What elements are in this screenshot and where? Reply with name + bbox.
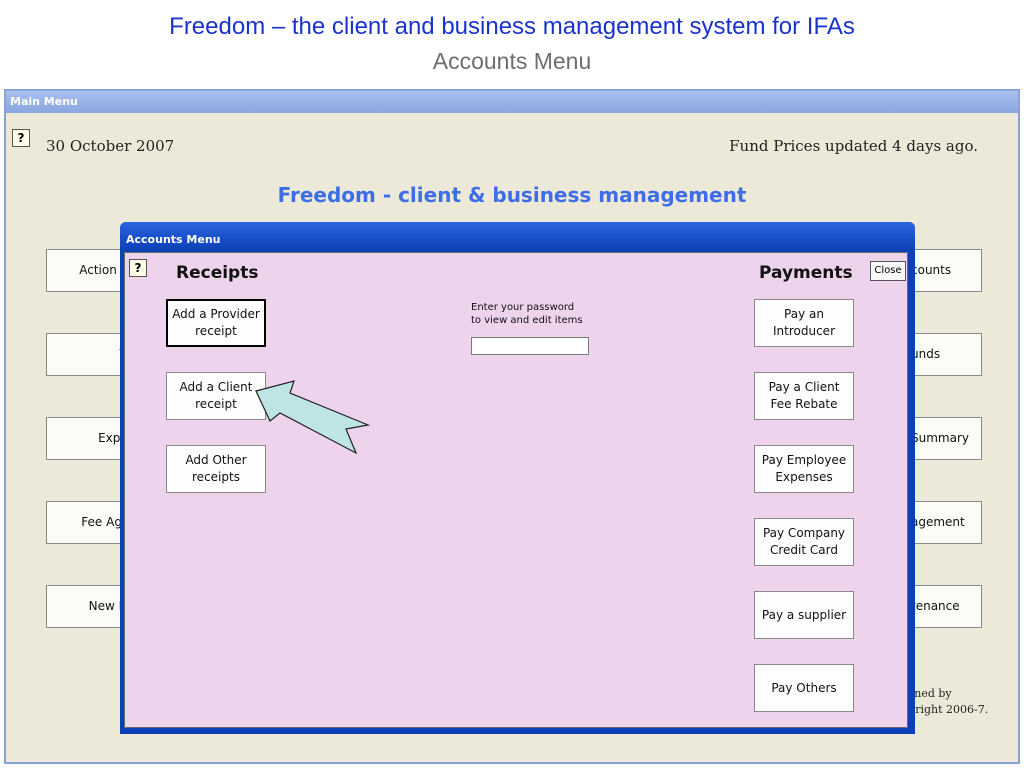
button-label-line1: Add a Provider (172, 307, 260, 321)
management-button[interactable]: agement (906, 501, 982, 544)
current-date: 30 October 2007 (46, 137, 175, 155)
button-label-line2: Credit Card (770, 543, 838, 557)
help-icon[interactable]: ? (129, 259, 147, 277)
pay-supplier-button[interactable]: Pay a supplier (754, 591, 854, 639)
button-label-line1: Add Other (185, 453, 247, 467)
payments-heading: Payments (759, 263, 853, 283)
dialog-body: ? Receipts Payments Close Add a Provider… (124, 252, 908, 728)
button-label-line1: Pay Others (771, 680, 837, 695)
button-label-line1: Pay an (784, 307, 824, 321)
pointer-arrow-icon (255, 380, 371, 455)
add-other-receipts-button[interactable]: Add Other receipts (166, 445, 266, 493)
button-label-line1: Add a Client (179, 380, 253, 394)
password-prompt-line2: to view and edit items (471, 315, 583, 326)
button-label-line1: Pay Employee (761, 453, 847, 467)
button-label-line1: Pay Company (762, 526, 846, 540)
close-button[interactable]: Close (870, 261, 906, 281)
fund-prices-status: Fund Prices updated 4 days ago. (729, 137, 978, 155)
pay-introducer-button[interactable]: Pay an Introducer (754, 299, 854, 347)
button-label-line1: Pay a Client (768, 380, 840, 394)
button-label-line2: Fee Rebate (770, 397, 838, 411)
accounts-menu-dialog: Accounts Menu ? Receipts Payments Close … (120, 222, 915, 734)
slide-title: Freedom – the client and business manage… (169, 13, 855, 40)
password-prompt-line1: Enter your password (471, 302, 575, 313)
button-label-line1: Pay a supplier (761, 607, 847, 622)
arrow-shape (255, 380, 371, 455)
funds-button[interactable]: unds (906, 333, 982, 376)
maintenance-button[interactable]: tenance (906, 585, 982, 628)
footer-copyright-text: yright 2006-7. (909, 703, 989, 716)
app-heading: Freedom - client & business management (277, 183, 747, 207)
add-client-receipt-button[interactable]: Add a Client receipt (166, 372, 266, 420)
dialog-titlebar: Accounts Menu (120, 222, 915, 252)
button-label-line2: Introducer (773, 324, 835, 338)
button-label-line2: receipt (195, 324, 237, 338)
pay-others-button[interactable]: Pay Others (754, 664, 854, 712)
slide-subtitle: Accounts Menu (432, 48, 592, 74)
receipts-heading: Receipts (176, 263, 259, 283)
footer-owner-text: rned by (909, 687, 952, 700)
main-menu-titlebar: Main Menu (6, 91, 1018, 113)
accounts-button[interactable]: counts (906, 249, 982, 292)
password-input[interactable] (471, 337, 589, 355)
password-prompt: Enter your password to view and edit ite… (471, 301, 583, 327)
add-provider-receipt-button[interactable]: Add a Provider receipt (166, 299, 266, 347)
button-label-line2: receipt (195, 397, 237, 411)
button-label-line2: receipts (192, 470, 240, 484)
summary-button[interactable]: Summary (906, 417, 982, 460)
button-label-line2: Expenses (775, 470, 833, 484)
help-icon[interactable]: ? (12, 129, 30, 147)
